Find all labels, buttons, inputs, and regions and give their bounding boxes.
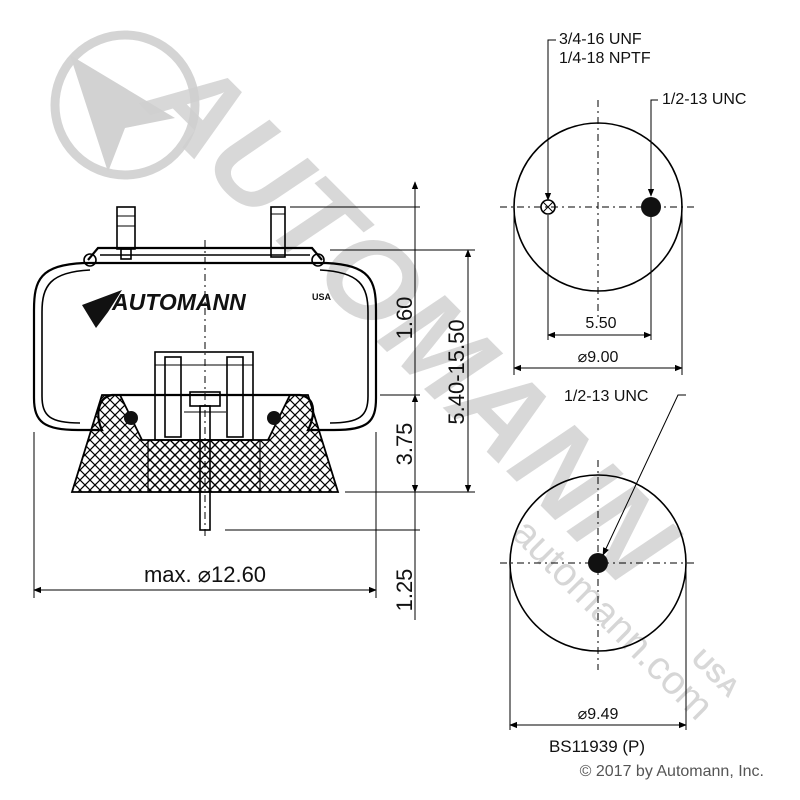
dim-overall-range: 5.40-15.50 xyxy=(444,319,469,424)
dim-stud-length: 1.25 xyxy=(392,569,417,612)
port-label-unf: 3/4-16 UNF xyxy=(559,31,642,48)
watermark-circle xyxy=(50,30,200,180)
stud-label-bottom: 1/2-13 UNC xyxy=(564,388,648,405)
watermark: AUTOMANN USA automann.com xyxy=(50,28,746,728)
spacing-label: 5.50 xyxy=(585,315,616,332)
bellows-inner xyxy=(41,269,91,424)
logo-brand: AUTOMANN xyxy=(111,289,246,315)
side-dimensions: 1.60 3.75 1.25 5.40-15.50 max. ⌀12.60 xyxy=(33,181,475,620)
stud-label-top: 1/2-13 UNC xyxy=(662,91,746,108)
crimp-right xyxy=(311,253,325,267)
bead-right xyxy=(267,411,281,425)
top-plate-view: 3/4-16 UNF 1/4-18 NPTF 1/2-13 UNC 5.50 ⌀… xyxy=(500,31,746,375)
bottom-diameter-label: ⌀9.49 xyxy=(578,706,619,723)
dim-base-height: 3.75 xyxy=(392,423,417,466)
dim-top-height: 1.60 xyxy=(392,297,417,340)
bead-left xyxy=(124,411,138,425)
port-label-npt: 1/4-18 NPTF xyxy=(559,50,651,67)
copyright: © 2017 by Automann, Inc. xyxy=(580,763,764,780)
logo-mark: USA xyxy=(312,292,332,302)
bottom-view: 1/2-13 UNC ⌀9.49 xyxy=(500,388,695,730)
logo-arrow-icon xyxy=(82,290,122,328)
stud-hole-icon xyxy=(641,197,661,217)
bottom-stud-icon xyxy=(588,553,608,573)
max-diameter-label: max. ⌀12.60 xyxy=(144,562,266,587)
part-number: BS11939 (P) xyxy=(549,737,645,756)
automann-logo: AUTOMANN USA xyxy=(82,289,332,328)
crimp-left xyxy=(83,253,97,267)
bumper xyxy=(147,351,261,493)
top-diameter-label: ⌀9.00 xyxy=(578,349,619,366)
watermark-arrow-icon xyxy=(70,55,175,172)
side-view: AUTOMANN USA xyxy=(32,206,378,540)
top-stud-right xyxy=(270,206,286,258)
center-bolt xyxy=(184,391,226,531)
top-fitting-left xyxy=(116,206,136,260)
